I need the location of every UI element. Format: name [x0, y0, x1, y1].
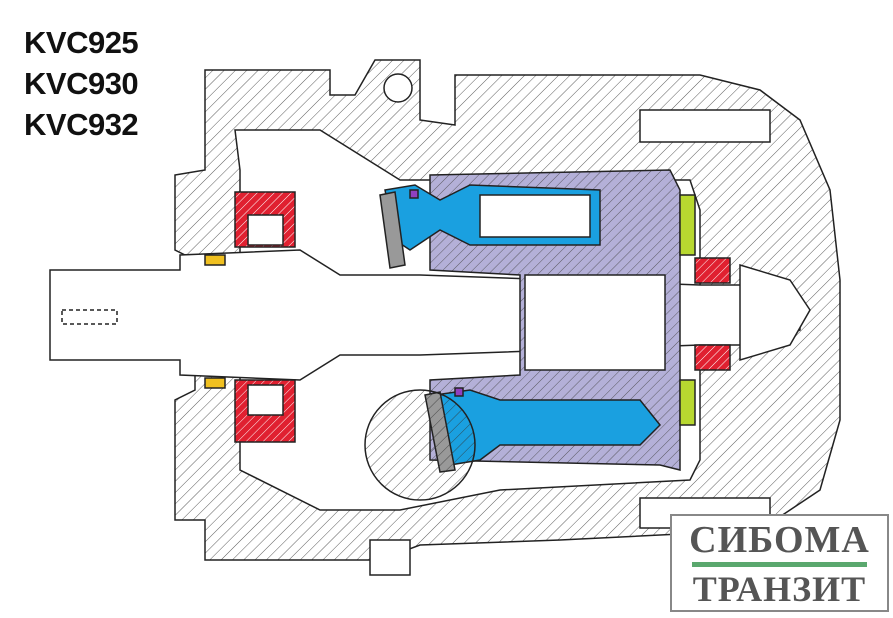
retainer	[409, 189, 419, 199]
retainer	[454, 387, 464, 397]
rear-bearing-lower	[694, 344, 731, 371]
end-nut	[739, 263, 811, 362]
control-lever-pivot	[383, 73, 413, 103]
logo-line-2: ТРАНЗИТ	[692, 569, 867, 609]
cylinder-bore	[524, 274, 666, 371]
shaft-seal	[204, 254, 226, 266]
model-label: KVC925	[24, 25, 139, 60]
bolt	[639, 109, 771, 143]
logo-accent-bar	[692, 562, 867, 567]
shaft-seal	[204, 377, 226, 389]
rear-bearing-upper	[694, 257, 731, 284]
valve-plate-lower	[679, 379, 696, 426]
drain-plug	[369, 539, 411, 576]
swash-plate	[379, 191, 406, 269]
model-list: KVC925 KVC930 KVC932	[24, 22, 139, 145]
company-logo: СИБОМА ТРАНЗИТ	[670, 514, 889, 612]
model-label: KVC930	[24, 66, 139, 101]
valve-plate-upper	[679, 194, 696, 256]
logo-line-1: СИБОМА	[689, 519, 870, 561]
swash-cradle	[364, 389, 476, 501]
model-label: KVC932	[24, 107, 139, 142]
